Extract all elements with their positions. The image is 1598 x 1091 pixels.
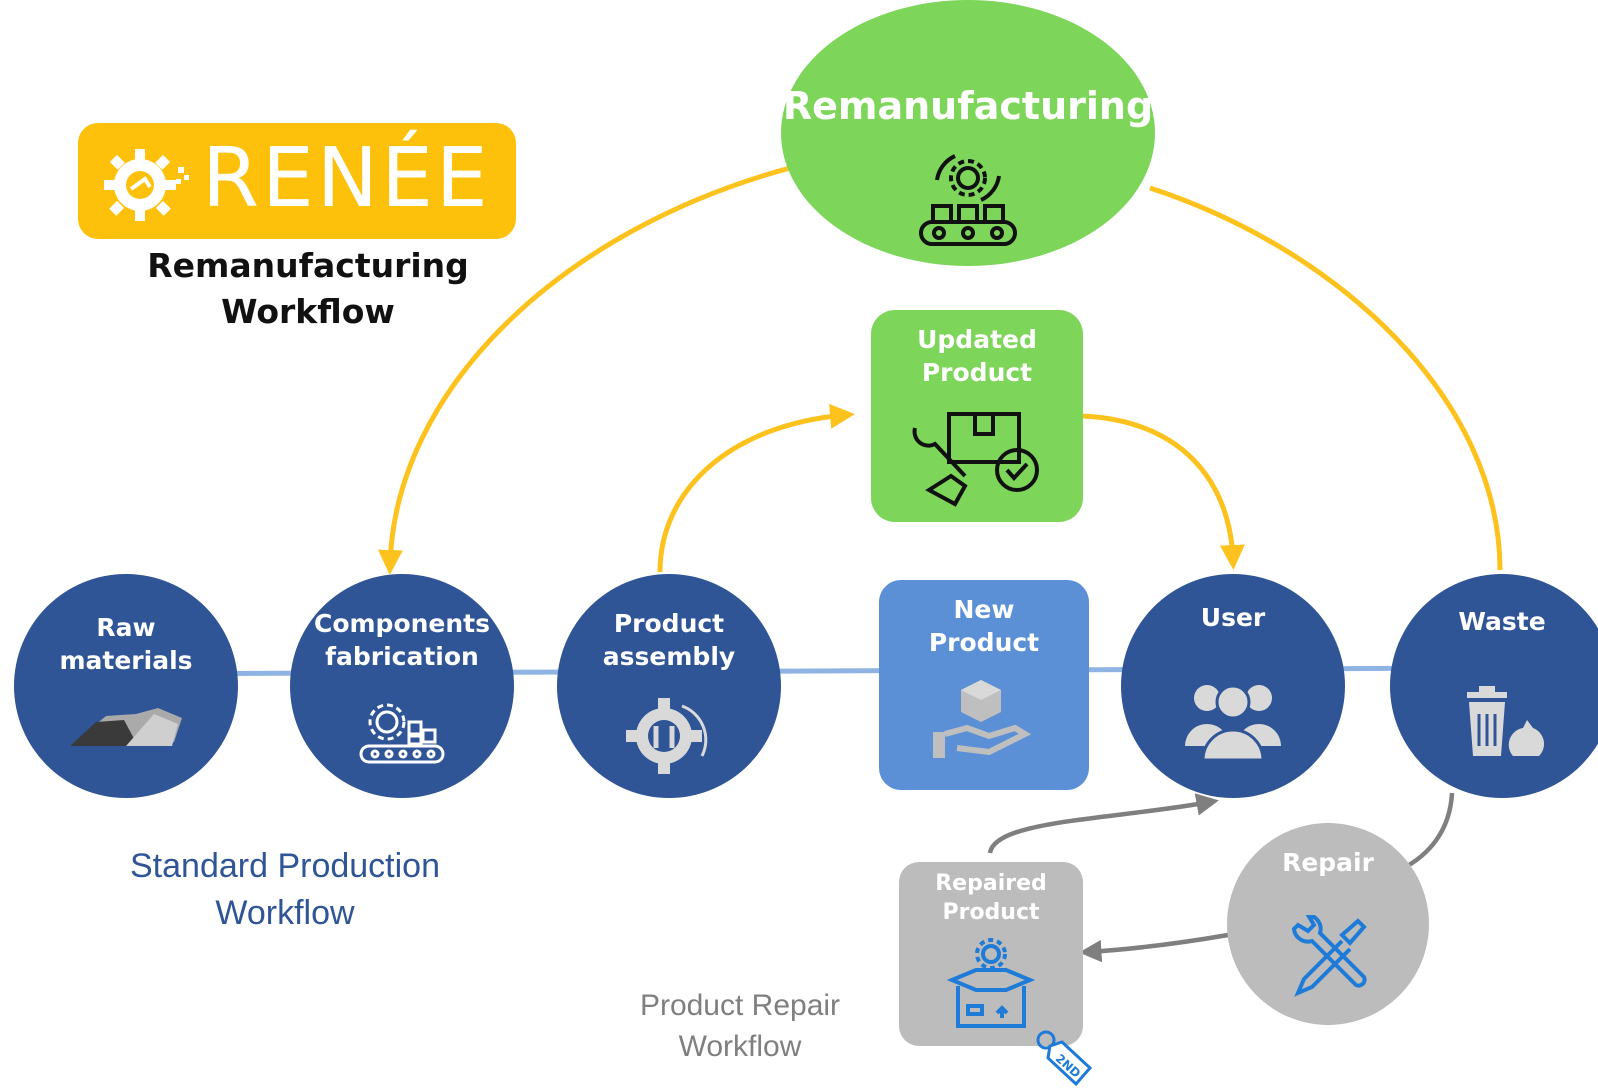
diagram-title: Remanufacturing Workflow bbox=[147, 246, 469, 331]
arrow-repair-to-repaired bbox=[1079, 932, 1229, 963]
brand-name: RENÉE bbox=[202, 131, 491, 226]
node-new-product: New Product bbox=[879, 580, 1089, 790]
arrow-remanufacturing-to-components bbox=[377, 165, 791, 575]
arrow-repaired-to-user bbox=[987, 793, 1219, 854]
box-gear-icon bbox=[946, 938, 1036, 1028]
hand-box-icon bbox=[933, 680, 1032, 758]
node-remanufacturing: Remanufacturing bbox=[781, 0, 1155, 266]
node-raw-materials: Raw materials bbox=[14, 574, 238, 798]
node-repaired-product: Repaired Product bbox=[899, 862, 1083, 1046]
users-group-icon bbox=[1185, 684, 1281, 762]
node-user: User bbox=[1121, 574, 1345, 798]
repair-label: Repair bbox=[1282, 848, 1374, 877]
arrow-updated-to-user bbox=[1081, 413, 1245, 570]
waste-label: Waste bbox=[1458, 607, 1546, 636]
raw-materials-label: Raw materials bbox=[59, 613, 193, 675]
renee-logo: RENÉE bbox=[78, 123, 516, 239]
gear-conveyor-icon bbox=[359, 703, 445, 764]
user-label: User bbox=[1200, 603, 1266, 632]
wrench-screwdriver-icon bbox=[1291, 915, 1367, 997]
wrench-box-check-icon bbox=[912, 412, 1039, 507]
arrow-waste-to-remanufacturing bbox=[1149, 185, 1503, 571]
conveyor-gear-icon bbox=[919, 154, 1017, 246]
gear-tools-icon bbox=[626, 698, 708, 774]
node-waste: Waste bbox=[1390, 574, 1598, 798]
node-repair: Repair bbox=[1227, 823, 1429, 1025]
node-product-assembly: Product assembly bbox=[557, 574, 781, 798]
remanufacturing-label: Remanufacturing bbox=[782, 84, 1154, 128]
arrow-assembly-to-updated bbox=[657, 403, 855, 573]
raw-materials-pile-icon bbox=[70, 708, 182, 746]
components-fabrication-label: Components fabrication bbox=[313, 609, 491, 671]
gear-logo-icon bbox=[104, 149, 189, 221]
trash-bin-icon bbox=[1467, 686, 1545, 756]
repair-workflow-caption: Product Repair Workflow bbox=[639, 989, 841, 1064]
standard-workflow-caption: Standard Production Workflow bbox=[130, 847, 440, 932]
product-assembly-label: Product assembly bbox=[602, 609, 736, 671]
second-hand-tag-icon: 2ND bbox=[1036, 1030, 1093, 1087]
repaired-product-label: Repaired Product bbox=[935, 871, 1047, 925]
node-components-fabrication: Components fabrication bbox=[290, 574, 514, 798]
node-updated-product: Updated Product bbox=[871, 310, 1083, 522]
updated-product-label: Updated Product bbox=[917, 325, 1037, 387]
new-product-label: New Product bbox=[928, 595, 1040, 657]
